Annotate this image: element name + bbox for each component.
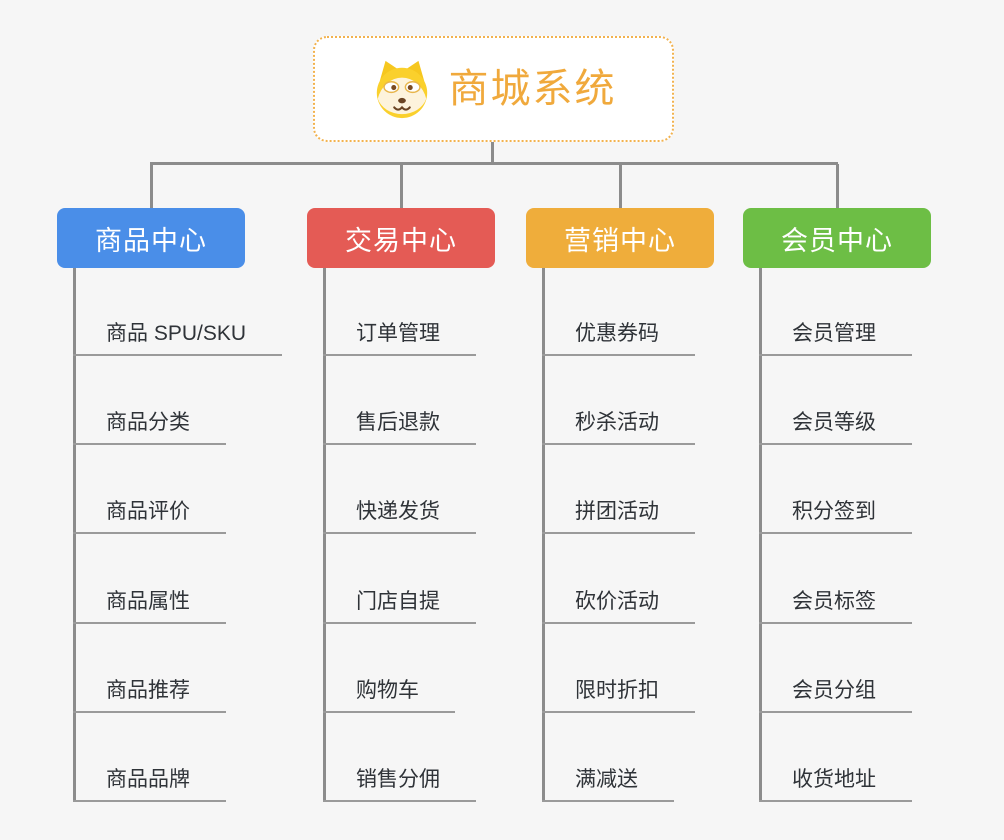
leaf-node[interactable]: 商品分类 [73,410,226,445]
leaf-node[interactable]: 商品 SPU/SKU [73,321,283,356]
connector-branch-spine [542,268,545,802]
leaf-node[interactable]: 会员分组 [759,678,912,713]
root-node[interactable]: 商城系统 [313,36,674,142]
connector-branch-stub [150,164,153,208]
connector-branch-stub [400,164,403,208]
branch-member-center: 会员中心 会员管理 会员等级 积分签到 会员标签 会员分组 收货地址 [743,208,931,802]
connector-horizontal-rail [150,162,838,165]
leaf-node[interactable]: 积分签到 [759,499,912,534]
leaf-node[interactable]: 商品品牌 [73,767,226,802]
connector-branch-stub [619,164,622,208]
leaf-node[interactable]: 门店自提 [323,589,476,624]
leaf-node[interactable]: 收货地址 [759,767,912,802]
leaf-node[interactable]: 快递发货 [323,499,476,534]
leaf-node[interactable]: 会员标签 [759,589,912,624]
connector-branch-spine [759,268,762,802]
leaf-node[interactable]: 优惠券码 [542,321,695,356]
leaf-node[interactable]: 限时折扣 [542,678,695,713]
leaf-node[interactable]: 订单管理 [323,321,476,356]
shiba-dog-icon [376,60,427,119]
leaf-node[interactable]: 满减送 [542,767,674,802]
connector-branch-stub [836,164,839,208]
leaf-node[interactable]: 秒杀活动 [542,410,695,445]
root-title: 商城系统 [448,67,617,111]
leaf-node[interactable]: 销售分佣 [323,767,476,802]
connector-branch-spine [323,268,326,802]
branch-trade-center: 交易中心 订单管理 售后退款 快递发货 门店自提 购物车 销售分佣 [307,208,495,802]
connector-branch-spine [73,268,76,802]
leaf-node[interactable]: 购物车 [323,678,455,713]
branch-marketing-center: 营销中心 优惠券码 秒杀活动 拼团活动 砍价活动 限时折扣 满减送 [526,208,714,802]
branch-node[interactable]: 营销中心 [526,208,714,268]
branch-node[interactable]: 交易中心 [307,208,495,268]
branch-node[interactable]: 商品中心 [57,208,245,268]
branch-product-center: 商品中心 商品 SPU/SKU 商品分类 商品评价 商品属性 商品推荐 商品品牌 [57,208,283,802]
leaf-node[interactable]: 拼团活动 [542,499,695,534]
leaf-node[interactable]: 会员管理 [759,321,912,356]
leaf-node[interactable]: 商品评价 [73,499,226,534]
leaf-node[interactable]: 砍价活动 [542,589,695,624]
leaf-node[interactable]: 商品推荐 [73,678,226,713]
connector-root-stub [491,142,494,163]
leaf-node[interactable]: 售后退款 [323,410,476,445]
leaf-node[interactable]: 会员等级 [759,410,912,445]
leaf-node[interactable]: 商品属性 [73,589,226,624]
branch-node[interactable]: 会员中心 [743,208,931,268]
